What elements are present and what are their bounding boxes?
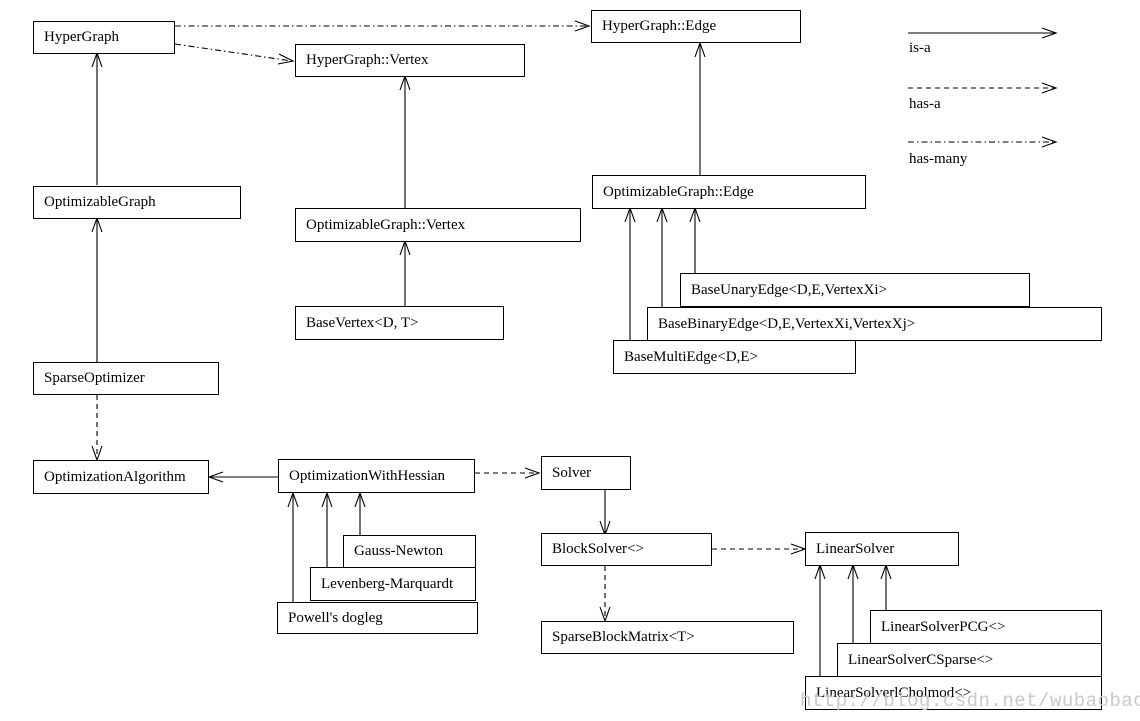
class-linear-solver[interactable]: LinearSolver	[805, 532, 959, 566]
class-optimizable-graph-vertex[interactable]: OptimizableGraph::Vertex	[295, 208, 581, 242]
legend-is-a-label: is-a	[909, 40, 931, 56]
class-optimization-algorithm[interactable]: OptimizationAlgorithm	[33, 460, 209, 494]
class-optimization-with-hessian[interactable]: OptimizationWithHessian	[278, 459, 475, 493]
class-base-multi-edge[interactable]: BaseMultiEdge<D,E>	[613, 340, 856, 374]
class-sparse-block-matrix[interactable]: SparseBlockMatrix<T>	[541, 621, 794, 654]
levenbergmarquardt-isa-arrowhead	[321, 491, 333, 508]
watermark-text: http://blog.csdn.net/wubaobao1993	[800, 690, 1140, 712]
class-optimizable-graph-edge[interactable]: OptimizableGraph::Edge	[592, 175, 866, 209]
class-levenberg-marquardt[interactable]: Levenberg-Marquardt	[310, 567, 476, 601]
class-solver[interactable]: Solver	[541, 456, 631, 490]
hypergraph-to-vertex-link	[174, 43, 293, 62]
class-base-binary-edge[interactable]: BaseBinaryEdge<D,E,VertexXi,VertexXj>	[647, 307, 1102, 341]
legend-is-a-arrowhead	[1041, 27, 1058, 39]
class-sparse-optimizer[interactable]: SparseOptimizer	[33, 362, 219, 395]
class-optimizable-graph[interactable]: OptimizableGraph	[33, 186, 241, 219]
class-hypergraph-edge[interactable]: HyperGraph::Edge	[591, 10, 801, 43]
powellsdogleg-isa-arrowhead	[287, 491, 299, 508]
class-linear-solver-pcg[interactable]: LinearSolverPCG<>	[870, 610, 1102, 644]
class-base-vertex[interactable]: BaseVertex<D, T>	[295, 306, 504, 340]
legend-has-a-arrowhead	[1041, 82, 1058, 94]
optwithhessian-hasa-arrowhead	[524, 467, 541, 479]
class-block-solver[interactable]: BlockSolver<>	[541, 533, 712, 566]
optgraph-edge-isa-arrowhead	[694, 41, 706, 58]
class-linear-solver-cholmod[interactable]: LinearSolverlCholmod<>	[805, 676, 1102, 710]
class-hypergraph-vertex[interactable]: HyperGraph::Vertex	[295, 44, 525, 77]
legend-has-many-label: has-many	[909, 151, 968, 167]
class-hypergraph[interactable]: HyperGraph	[33, 21, 175, 54]
hypergraph-to-vertex-arrowhead	[277, 53, 295, 65]
class-powells-dogleg[interactable]: Powell's dogleg	[277, 602, 478, 634]
legend-has-a-label: has-a	[909, 96, 941, 112]
gaussnewton-isa-arrowhead	[354, 491, 366, 508]
class-linear-solver-csparse[interactable]: LinearSolverCSparse<>	[837, 643, 1102, 677]
class-gauss-newton[interactable]: Gauss-Newton	[343, 535, 476, 568]
optwithhessian-isa-arrowhead	[207, 471, 224, 483]
class-base-unary-edge[interactable]: BaseUnaryEdge<D,E,VertexXi>	[680, 273, 1030, 307]
hypergraph-to-edge-arrowhead	[574, 20, 591, 32]
legend-has-many-arrowhead	[1041, 136, 1058, 148]
